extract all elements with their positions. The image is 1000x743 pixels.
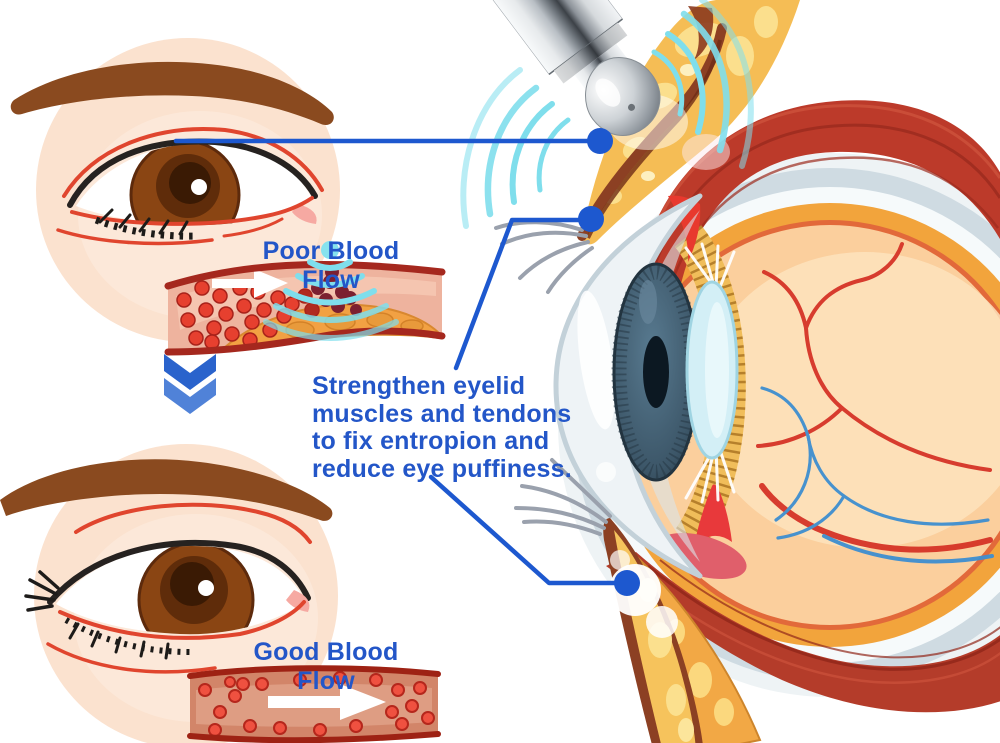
iris-cross-section (611, 262, 701, 482)
outward-eyelashes-lower (64, 617, 191, 660)
callout-line: Strengthen eyelid (312, 372, 526, 400)
lower-lid-line (58, 600, 306, 640)
upper-lid-crease-line (62, 127, 324, 198)
connector-dot (578, 206, 604, 232)
retina-vessels (756, 242, 994, 564)
connector-dots (578, 128, 640, 596)
blood-cells-crowded (176, 280, 320, 350)
callout-connectors (173, 138, 630, 586)
improvement-chevron-icon (164, 354, 216, 414)
connector-line-upper-eyelid (453, 217, 591, 371)
tear-duct (286, 590, 310, 612)
flow-arrow-icon (212, 269, 288, 298)
eyebrow (10, 61, 334, 125)
inferior-rectus-muscle (606, 552, 1000, 713)
callout-text: Strengthen eyelid muscles and tendons to… (312, 372, 582, 483)
upper-eyelashes (494, 220, 594, 294)
outward-eyelashes-corner (24, 570, 60, 612)
pupil (643, 336, 669, 408)
iris (137, 546, 255, 635)
flow-arrow-icon (268, 684, 386, 720)
eyebrow (0, 459, 333, 521)
upper-lid-crease-line (74, 502, 312, 544)
tear-duct (292, 204, 317, 224)
connector-dot (587, 128, 613, 154)
good-blood-flow-vessel (187, 665, 441, 743)
vibration-waves-on-vessel-icon (263, 241, 399, 341)
lens (685, 280, 739, 460)
blood-cells-flowing (198, 671, 435, 737)
lower-eyelashes (514, 458, 612, 536)
massage-device-icon (442, 0, 730, 170)
callout-line: reduce eye puffiness. (312, 454, 572, 483)
poor-blood-flow-vessel (164, 241, 446, 356)
upper-lid-line (47, 539, 311, 605)
callout-line: to fix entropion and (312, 427, 550, 455)
callout-line: muscles and tendons (312, 399, 572, 428)
connector-line-lower-eyelid (428, 474, 630, 586)
ciliary-muscle-wedge-bottom (694, 484, 732, 546)
ciliary-muscle-wedge-top (668, 195, 701, 262)
poor-blood-flow-label: Poor Blood Flow (262, 237, 400, 294)
lower-eyelid (603, 518, 762, 743)
inturned-eyelashes (94, 208, 199, 240)
zonule-fibers (684, 242, 736, 504)
good-blood-flow-label: Good Blood Flow (253, 638, 399, 695)
connector-dot (614, 570, 640, 596)
eyeball-cross-section (553, 100, 1000, 713)
lower-lid-line (70, 196, 314, 226)
